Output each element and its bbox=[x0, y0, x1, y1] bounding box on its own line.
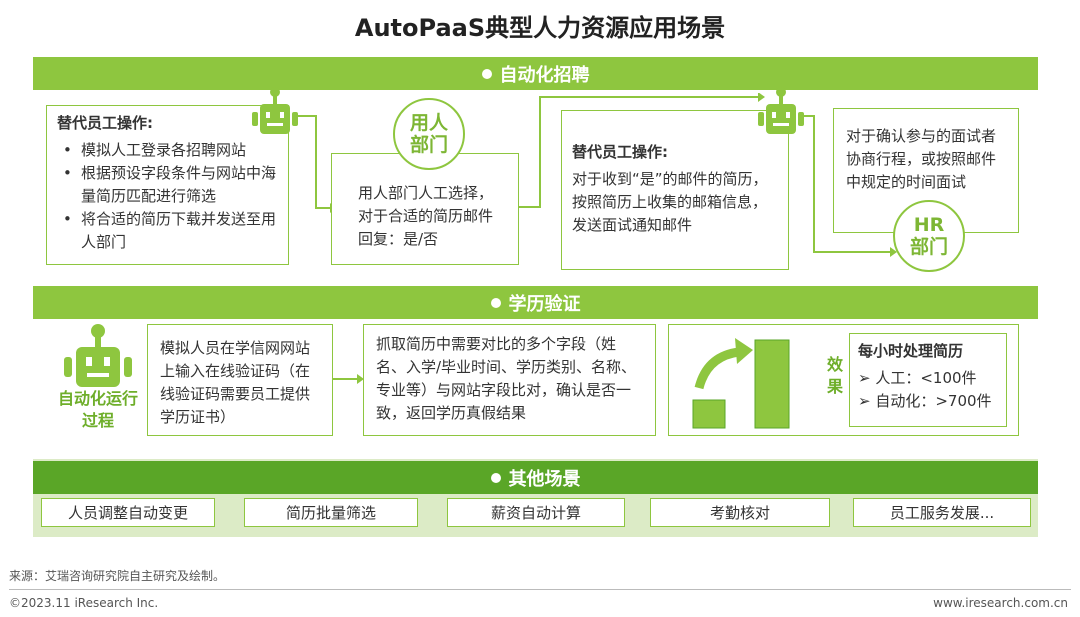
effect-item-text: 人工：<100件 bbox=[875, 369, 977, 387]
bar-automated bbox=[754, 339, 790, 429]
growth-chart-icon bbox=[692, 338, 790, 429]
recruit-box-2-text: 用人部门人工选择，对于合适的简历邮件回复：是/否 bbox=[358, 184, 494, 248]
dept-badge: 用人部门 bbox=[393, 98, 465, 170]
recruit-box-3: 替代员工操作: 对于收到“是”的邮件的简历，按照简历上收集的邮箱信息，发送面试通… bbox=[561, 110, 789, 270]
bullet-dot-icon bbox=[490, 297, 501, 308]
connector-arrow bbox=[519, 93, 765, 208]
edu-header: 学历验证 bbox=[33, 286, 1038, 319]
source-note: 来源：艾瑞咨询研究院自主研究及绘制。 bbox=[9, 569, 226, 583]
edu-box-1-text: 模拟人员在学信网网站上输入在线验证码（在线验证码需要员工提供学历证书） bbox=[160, 339, 311, 426]
recruit-box-3-title: 替代员工操作: bbox=[572, 143, 668, 161]
list-item: 根据预设字段条件与网站中海量简历匹配进行筛选 bbox=[57, 162, 278, 208]
scenario-tag: 简历批量筛选 bbox=[244, 498, 418, 527]
recruit-box-1-list: 模拟人工登录各招聘网站 根据预设字段条件与网站中海量简历匹配进行筛选 将合适的简… bbox=[57, 139, 278, 254]
recruit-box-3-text: 对于收到“是”的邮件的简历，按照简历上收集的邮箱信息，发送面试通知邮件 bbox=[572, 170, 768, 234]
connector-arrow bbox=[802, 115, 897, 257]
recruit-box-1: 替代员工操作: 模拟人工登录各招聘网站 根据预设字段条件与网站中海量简历匹配进行… bbox=[46, 105, 289, 265]
effect-item-text: 自动化：>700件 bbox=[875, 392, 992, 410]
robot-caption: 自动化运行 过程 bbox=[48, 388, 148, 432]
bullet-dot-icon bbox=[481, 68, 492, 79]
connector-arrow bbox=[298, 115, 336, 213]
edu-box-1: 模拟人员在学信网网站上输入在线验证码（在线验证码需要员工提供学历证书） bbox=[147, 324, 333, 436]
arrow-right-icon: ➢ bbox=[858, 392, 876, 410]
site-url: www.iresearch.com.cn bbox=[933, 596, 1068, 610]
recruit-header-label: 自动化招聘 bbox=[499, 64, 590, 86]
recruit-box-1-title: 替代员工操作: bbox=[57, 114, 153, 132]
other-header: 其他场景 bbox=[33, 461, 1038, 494]
robot-icon bbox=[64, 324, 132, 387]
effect-item: ➢ 人工：<100件 bbox=[858, 367, 1000, 390]
edu-box-2: 抓取简历中需要对比的多个字段（姓名、入学/毕业时间、学历类别、名称、专业等）与网… bbox=[363, 324, 656, 436]
recruit-box-4: 对于确认参与的面试者协商行程，或按照邮件中规定的时间面试 bbox=[833, 108, 1019, 233]
effect-label-line: 效 bbox=[826, 355, 843, 374]
robot-icon bbox=[758, 87, 804, 134]
robot-icon bbox=[252, 87, 298, 134]
other-header-label: 其他场景 bbox=[508, 468, 581, 490]
hr-badge-line: 部门 bbox=[909, 236, 948, 258]
scenario-tag: 人员调整自动变更 bbox=[41, 498, 215, 527]
effect-label-line: 果 bbox=[826, 377, 843, 396]
connector-arrow bbox=[333, 374, 364, 384]
list-item: 模拟人工登录各招聘网站 bbox=[57, 139, 278, 162]
effect-title: 每小时处理简历 bbox=[858, 342, 964, 360]
footer-divider bbox=[9, 589, 1071, 590]
edu-box-2-text: 抓取简历中需要对比的多个字段（姓名、入学/毕业时间、学历类别、名称、专业等）与网… bbox=[376, 335, 637, 422]
hr-badge-line: HR bbox=[913, 214, 945, 236]
scenario-tag: 薪资自动计算 bbox=[447, 498, 625, 527]
effect-label: 效 果 bbox=[822, 354, 848, 398]
dept-badge-line: 用人 bbox=[409, 112, 448, 134]
effect-detail-box: 每小时处理简历 ➢ 人工：<100件 ➢ 自动化：>700件 bbox=[849, 333, 1007, 427]
effect-item: ➢ 自动化：>700件 bbox=[858, 390, 1000, 413]
page-title: AutoPaaS典型人力资源应用场景 bbox=[354, 14, 726, 42]
dept-badge-line: 部门 bbox=[409, 134, 448, 156]
list-item: 将合适的简历下载并发送至用人部门 bbox=[57, 208, 278, 254]
arrow-right-icon: ➢ bbox=[858, 369, 876, 387]
bullet-dot-icon bbox=[490, 472, 501, 483]
scenario-tag: 员工服务发展... bbox=[853, 498, 1031, 527]
robot-caption-line: 过程 bbox=[81, 411, 114, 430]
robot-caption-line: 自动化运行 bbox=[57, 389, 138, 408]
copyright: ©2023.11 iResearch Inc. bbox=[9, 596, 159, 610]
bar-manual bbox=[692, 399, 726, 429]
recruit-box-4-text: 对于确认参与的面试者协商行程，或按照邮件中规定的时间面试 bbox=[846, 127, 997, 191]
scenario-tag: 考勤核对 bbox=[650, 498, 830, 527]
recruit-header: 自动化招聘 bbox=[33, 57, 1038, 90]
edu-header-label: 学历验证 bbox=[508, 293, 581, 315]
